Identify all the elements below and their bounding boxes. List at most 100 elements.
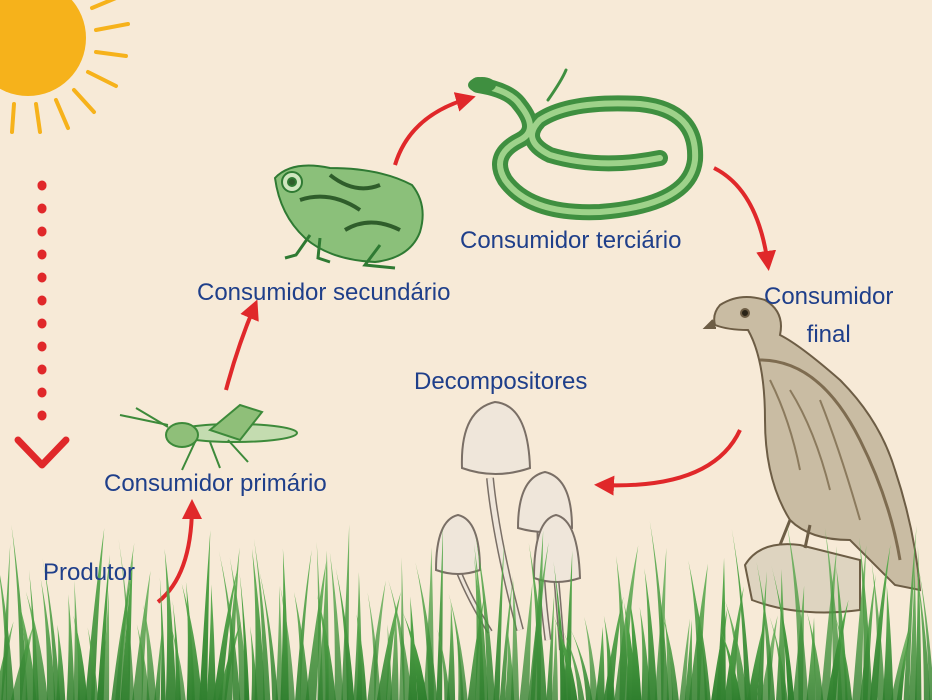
label-decompositores: Decompositores bbox=[414, 368, 588, 395]
grass-blade bbox=[786, 523, 809, 700]
grass-blade bbox=[280, 548, 289, 700]
grass-blade bbox=[562, 629, 585, 700]
grass-blade bbox=[239, 571, 250, 700]
grass-blade bbox=[0, 574, 15, 700]
grass-blade bbox=[553, 561, 567, 700]
grass-blade bbox=[684, 619, 692, 700]
grass-blade bbox=[553, 615, 578, 700]
grass-blade bbox=[731, 528, 751, 700]
arrow-icon bbox=[594, 429, 742, 496]
grass-blade bbox=[776, 569, 786, 700]
grass-blade bbox=[446, 601, 456, 700]
grass-blade bbox=[356, 614, 367, 700]
grass-blade bbox=[834, 612, 853, 700]
grass-blade bbox=[903, 525, 917, 700]
grass-blade bbox=[143, 604, 157, 700]
sun-icon bbox=[0, 0, 130, 134]
grass-blade bbox=[644, 568, 658, 700]
grass-blade bbox=[73, 615, 88, 700]
grass-blade bbox=[66, 594, 75, 700]
grass-blade bbox=[908, 561, 917, 700]
grass-blade bbox=[258, 567, 279, 700]
label-consumidor-final-line1: Consumidor bbox=[764, 283, 894, 310]
grass-blade bbox=[474, 544, 489, 700]
grass-blade bbox=[510, 575, 520, 700]
grass-blade bbox=[917, 561, 932, 700]
grass-blade bbox=[859, 537, 873, 700]
grass-blade bbox=[415, 562, 438, 700]
grass-blade bbox=[335, 567, 355, 700]
grass-blade bbox=[390, 603, 399, 700]
grass-blade bbox=[436, 525, 444, 700]
grass-blade bbox=[757, 571, 767, 700]
grass-blade bbox=[806, 611, 824, 700]
grasshopper-icon bbox=[119, 403, 298, 471]
grass-icon bbox=[0, 520, 932, 700]
grass-blade bbox=[662, 613, 679, 700]
grass-blade bbox=[584, 616, 598, 700]
grass-blade bbox=[551, 620, 558, 700]
arrow-icon bbox=[156, 499, 202, 604]
grass-blade bbox=[118, 538, 135, 700]
grass-blade bbox=[871, 561, 886, 700]
grass-blade bbox=[25, 591, 48, 700]
grass-blade bbox=[688, 560, 708, 700]
grass-blade bbox=[890, 626, 910, 700]
grass-blade bbox=[275, 585, 283, 700]
grass-blade bbox=[367, 592, 381, 700]
grass-blade bbox=[164, 548, 177, 700]
grass-blade bbox=[305, 560, 327, 700]
grass-blade bbox=[916, 570, 931, 700]
grass-blade bbox=[253, 538, 271, 700]
grass-blade bbox=[546, 592, 555, 700]
frog-icon bbox=[273, 164, 424, 270]
grass-blade bbox=[649, 520, 670, 700]
grass-blade bbox=[664, 613, 674, 700]
grass-blade bbox=[769, 616, 788, 700]
grass-blade bbox=[690, 576, 711, 700]
grass-blade bbox=[213, 570, 238, 700]
grass-blade bbox=[42, 558, 61, 700]
grass-blade bbox=[218, 550, 241, 700]
grass-blade bbox=[595, 626, 605, 700]
grass-blade bbox=[293, 592, 310, 700]
grass-blade bbox=[251, 548, 265, 700]
grass-blade bbox=[824, 527, 843, 700]
grass-blade bbox=[725, 600, 748, 700]
grass-blade bbox=[475, 534, 496, 700]
arrow-icon bbox=[713, 166, 777, 271]
grass-blade bbox=[169, 622, 186, 700]
grass-blade bbox=[771, 564, 795, 700]
grass-blade bbox=[40, 578, 56, 700]
label-consumidor-primario: Consumidor primário bbox=[104, 470, 327, 497]
grass-blade bbox=[97, 554, 110, 700]
grass-blade bbox=[132, 570, 151, 700]
grass-blade bbox=[154, 629, 163, 700]
grass-blade bbox=[85, 528, 105, 700]
grass-blade bbox=[329, 552, 344, 700]
grass-blade bbox=[385, 624, 392, 700]
grass-blade bbox=[17, 599, 37, 700]
grass-blade bbox=[679, 618, 691, 700]
grass-blade bbox=[528, 543, 547, 700]
grass-blade bbox=[159, 577, 166, 700]
grass-blade bbox=[367, 580, 386, 700]
grass-blade bbox=[570, 628, 593, 700]
snake-icon bbox=[468, 68, 704, 221]
grass-blade bbox=[115, 542, 135, 700]
grass-blade bbox=[724, 586, 744, 700]
grass-blade bbox=[229, 557, 249, 700]
grass-blade bbox=[628, 595, 642, 700]
grass-blade bbox=[747, 616, 766, 700]
grass-blade bbox=[720, 629, 741, 700]
label-produtor: Produtor bbox=[43, 559, 136, 586]
grass-blade bbox=[280, 585, 295, 700]
grass-blade bbox=[402, 611, 428, 700]
grass-blade bbox=[437, 628, 451, 700]
grass-blade bbox=[616, 555, 630, 700]
grass-blade bbox=[28, 569, 39, 700]
grass-blade bbox=[181, 583, 203, 700]
label-consumidor-final-line2: final bbox=[806, 321, 851, 348]
grass-blade bbox=[73, 580, 80, 700]
